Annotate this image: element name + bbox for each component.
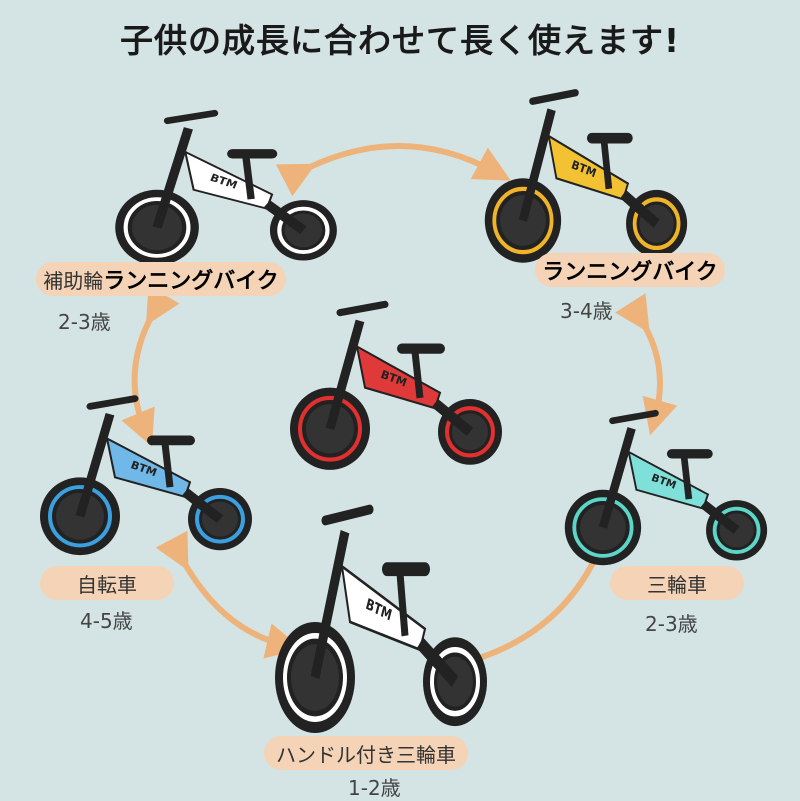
label-part: 自転車 (77, 572, 137, 597)
label-bicycle: 自転車 (40, 566, 174, 600)
wheel-front (484, 178, 562, 263)
age-tricycle: 2-3歳 (645, 612, 698, 636)
label-handle-tricycle: ハンドル付き三輪車 (264, 736, 468, 770)
label-balance-bike: ランニングバイク (535, 253, 725, 287)
label-part: ランニングバイク (542, 260, 718, 285)
wheel-front (564, 489, 642, 566)
arrow-bottom-left (155, 530, 303, 659)
page-title: 子供の成長に合わせて長く使えます! (119, 21, 681, 60)
label-part: 三輪車 (647, 572, 707, 597)
age-handle-tricycle: 1-2歳 (348, 776, 401, 800)
arrow-left (121, 285, 180, 447)
bike-image-balance-bike: BTM (484, 89, 688, 263)
label-tricycle: 三輪車 (610, 566, 744, 600)
label-training-wheel-balance: 補助輪ランニングバイク (36, 262, 286, 296)
bike-image-bicycle: BTM (40, 395, 252, 556)
label-part: 補助輪 (43, 268, 104, 293)
wheel-front (40, 477, 120, 556)
age-balance-bike: 3-4歳 (560, 299, 613, 323)
age-bicycle: 4-5歳 (80, 609, 133, 633)
arrow-right (615, 293, 678, 436)
bike-image-training-wheel-balance: BTM (115, 109, 337, 266)
age-training-wheel-balance: 2-3歳 (58, 310, 111, 334)
bike-image-center: BTM (290, 300, 502, 470)
bike-image-handle-tricycle: BTM (275, 504, 487, 734)
label-part: ハンドル付き三輪車 (276, 742, 456, 767)
bike-image-tricycle: BTM (564, 409, 768, 566)
label-part: ランニングバイク (103, 269, 279, 294)
arrow-top (275, 143, 511, 197)
